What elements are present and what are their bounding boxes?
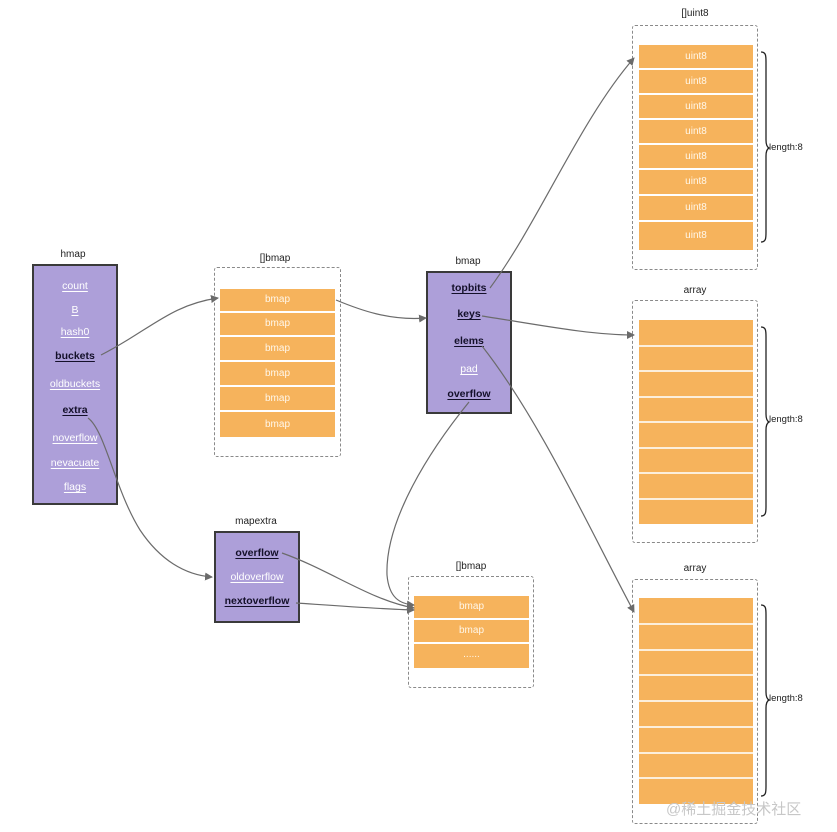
bmap-array-cell: bmap <box>220 289 335 311</box>
bmap-array-cell: bmap <box>220 412 335 437</box>
bmap-array-title: []bmap <box>259 253 291 264</box>
arrow-bmap-array-to-bmap <box>335 299 427 323</box>
uint8-cell: uint8 <box>639 45 753 68</box>
keys-array-cell-divider <box>639 497 753 500</box>
hmap-field-b: B <box>71 304 79 316</box>
bmap-array-cell: bmap <box>220 337 335 360</box>
uint8-cell: uint8 <box>639 70 753 93</box>
elems-array-cell-divider <box>639 648 753 651</box>
hmap-title: hmap <box>60 249 86 260</box>
keys-array-cell-divider <box>639 395 753 398</box>
keys-array-cell-divider <box>639 370 753 372</box>
elems-array-cell-divider <box>639 622 753 625</box>
keys-array-cell-divider <box>639 421 753 423</box>
arrow-buckets-to-bmap-array <box>100 295 219 356</box>
bmap-array-cell: bmap <box>220 313 335 335</box>
elems-array-title: array <box>683 563 707 574</box>
uint8-cell: uint8 <box>639 145 753 168</box>
overflow-bmap-cell-ellipsis: ...... <box>414 644 529 668</box>
bmap-title: bmap <box>455 256 481 267</box>
keys-length-label: length:8 <box>769 414 803 425</box>
bmap-field-keys: keys <box>457 308 481 320</box>
overflow-bmap-cell: bmap <box>414 596 529 618</box>
uint8-cell: uint8 <box>639 120 753 143</box>
arrow-nextoverflow-to-overflow-array <box>295 602 415 614</box>
mapextra-field-oldoverflow: oldoverflow <box>230 571 284 583</box>
bmap-array-container <box>214 267 341 457</box>
bmap-field-pad: pad <box>460 363 478 375</box>
hmap-field-hash0: hash0 <box>60 326 90 338</box>
elems-array-cell-divider <box>639 725 753 728</box>
keys-array-title: array <box>683 285 707 296</box>
bmap-struct: topbits keys elems pad overflow <box>426 271 512 414</box>
hmap-field-noverflow: noverflow <box>52 432 98 444</box>
hmap-field-oldbuckets: oldbuckets <box>49 378 101 390</box>
elems-array-cell-divider <box>639 777 753 780</box>
elems-length-label: length:8 <box>769 693 803 704</box>
uint8-length-brace <box>760 51 771 243</box>
uint8-cell: uint8 <box>639 222 753 250</box>
arrow-bmap-overflow-to-overflow-array <box>386 401 470 609</box>
arrow-keys-to-keys-array <box>481 315 635 339</box>
elems-length-brace <box>760 604 771 797</box>
mapextra-title: mapextra <box>235 516 277 527</box>
arrow-elems-to-elems-array <box>481 345 635 613</box>
arrow-topbits-to-uint8 <box>489 57 635 289</box>
bmap-field-elems: elems <box>454 335 484 347</box>
arrow-extra-to-mapextra <box>87 417 213 581</box>
keys-array-cell-divider <box>639 344 753 347</box>
hmap-struct: count B hash0 buckets oldbuckets extra n… <box>32 264 118 505</box>
bmap-field-topbits: topbits <box>451 282 487 294</box>
keys-array-container <box>632 300 758 543</box>
watermark: @稀土掘金技术社区 <box>666 801 802 818</box>
elems-array-container <box>632 579 758 824</box>
mapextra-struct: overflow oldoverflow nextoverflow <box>214 531 300 623</box>
elems-array-cell-divider <box>639 674 753 677</box>
bmap-array-cell: bmap <box>220 387 335 410</box>
bmap-array-cell: bmap <box>220 362 335 385</box>
uint8-array-title: []uint8 <box>681 8 709 19</box>
uint8-cell: uint8 <box>639 95 753 118</box>
arrow-mapextra-overflow-to-overflow-array <box>281 552 415 611</box>
uint8-cell: uint8 <box>639 170 753 194</box>
overflow-bmap-array-title: []bmap <box>455 561 487 572</box>
hmap-field-buckets: buckets <box>55 350 95 362</box>
hmap-field-count: count <box>62 280 88 292</box>
uint8-cell: uint8 <box>639 196 753 220</box>
overflow-bmap-array-container <box>408 576 534 688</box>
uint8-length-label: length:8 <box>769 142 803 153</box>
keys-length-brace <box>760 326 771 517</box>
hmap-field-flags: flags <box>63 481 87 493</box>
hmap-field-nevacuate: nevacuate <box>50 457 100 469</box>
bmap-field-overflow: overflow <box>447 388 491 400</box>
elems-array-cell-divider <box>639 751 753 754</box>
uint8-array-container <box>632 25 758 270</box>
mapextra-field-nextoverflow: nextoverflow <box>224 595 290 607</box>
elems-array-cell-divider <box>639 700 753 702</box>
keys-array-cell-divider <box>639 472 753 474</box>
mapextra-field-overflow: overflow <box>235 547 279 559</box>
hmap-field-extra: extra <box>62 404 88 416</box>
keys-array-cell-divider <box>639 446 753 449</box>
overflow-bmap-cell: bmap <box>414 620 529 642</box>
